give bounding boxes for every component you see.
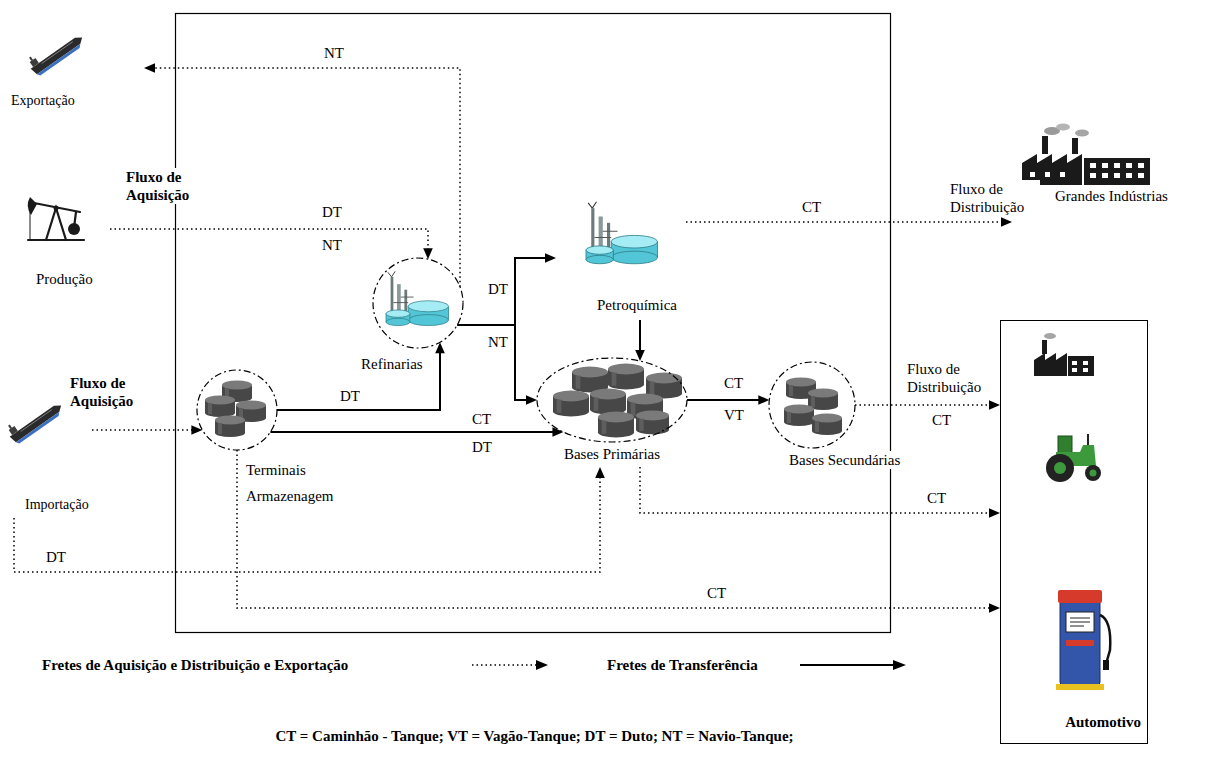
arrow-head xyxy=(423,248,433,259)
connector-line xyxy=(687,399,759,401)
flow-label: DT xyxy=(470,438,494,456)
node-label: Exportação xyxy=(10,92,76,110)
freight-arrow xyxy=(640,467,1000,518)
connector-line xyxy=(855,404,990,406)
arrow-head xyxy=(758,395,769,405)
arrow-head xyxy=(635,350,645,361)
connector-line xyxy=(277,352,440,410)
connector-line xyxy=(457,325,527,400)
flow-label: Fluxo de Distribuição xyxy=(905,360,997,396)
node-outline xyxy=(196,369,278,451)
node-label: Produção xyxy=(35,270,94,288)
legend-text: Fretes de Aquisição e Distribuição e Exp… xyxy=(40,656,350,674)
edge-label: NT xyxy=(322,44,346,62)
freight-arrow xyxy=(237,450,1000,613)
arrow-head xyxy=(526,395,537,405)
node-outline xyxy=(768,361,856,449)
edge-label: DT xyxy=(338,387,362,405)
edge-label: CT xyxy=(705,584,728,602)
edge-label: NT xyxy=(486,333,510,351)
transfer-arrow xyxy=(457,325,537,405)
node-outline xyxy=(536,357,688,443)
connector-line xyxy=(639,320,641,351)
export-node: Exportação xyxy=(8,24,144,112)
arrow-head xyxy=(989,603,1000,613)
node-label: Terminais Armazenagem xyxy=(245,457,347,509)
freight-arrow xyxy=(92,425,202,435)
arrow-head xyxy=(552,427,563,437)
transfer-arrow xyxy=(635,320,645,361)
production-node: Produção xyxy=(25,182,110,294)
node-label: Refinarias xyxy=(360,355,424,373)
edge-label: DT xyxy=(44,548,68,566)
dashed-outline xyxy=(197,370,277,450)
freight-arrow xyxy=(855,400,1000,410)
node-label: Bases Primárias xyxy=(563,445,661,463)
dashed-outline xyxy=(373,258,463,348)
connector-line xyxy=(110,229,428,249)
petrochemical-node: Petroquímica xyxy=(556,198,686,320)
key-note: CT = Caminhão - Tanque; VT = Vagão-Tanqu… xyxy=(175,727,894,745)
arrow-head xyxy=(989,508,1000,518)
node-outline xyxy=(372,257,464,349)
arrow-head xyxy=(545,253,556,263)
arrow-head xyxy=(144,63,155,73)
flow-label: NT xyxy=(320,236,344,254)
edge-label: DT xyxy=(486,280,510,298)
connector-line xyxy=(92,429,192,431)
transfer-arrow xyxy=(270,427,563,437)
freight-arrow xyxy=(686,217,1012,227)
flow-label: Fluxo de Aquisição xyxy=(68,374,157,410)
edge-label: CT xyxy=(800,198,823,216)
node-label: Grandes Indústrias xyxy=(1054,187,1169,205)
node-label: Automotivo xyxy=(1064,713,1142,731)
dashed-outline xyxy=(769,362,855,448)
transfer-arrow xyxy=(277,342,445,410)
flow-label: VT xyxy=(722,406,746,424)
node-label: Petroquímica xyxy=(596,296,678,314)
freight-arrow xyxy=(110,229,433,259)
primary-base-ellipse: Bases Primárias xyxy=(534,355,690,467)
flow-label: Fluxo de Aquisição xyxy=(124,168,213,204)
arrow-head xyxy=(989,400,1000,410)
connector-line xyxy=(457,258,546,325)
transfer-arrow xyxy=(457,253,556,325)
dashed-outline xyxy=(537,358,687,442)
legend-text: Fretes de Transferência xyxy=(605,656,760,674)
edge-label: DT xyxy=(320,203,344,221)
connector-line xyxy=(237,450,990,608)
connector-line xyxy=(640,467,990,513)
edge-label: CT xyxy=(925,489,948,507)
arrow-head xyxy=(1001,217,1012,227)
edge-label: CT xyxy=(930,411,953,429)
consumer-box: Automotivo xyxy=(1000,320,1148,744)
connector-line xyxy=(270,431,553,433)
node-label: Importação xyxy=(24,496,90,514)
refinery-circle: Refinarias xyxy=(358,255,468,377)
flow-label: Fluxo de Distribuição xyxy=(948,180,1040,216)
node-label: Bases Secundárias xyxy=(788,451,901,469)
edge-label: CT xyxy=(470,410,493,428)
terminal-circle: Terminais Armazenagem xyxy=(194,367,349,509)
arrow-head xyxy=(595,467,605,478)
industry-node: Grandes Indústrias xyxy=(1012,145,1202,227)
edge-label: CT xyxy=(722,374,745,392)
transfer-arrow xyxy=(687,395,769,405)
connector-line xyxy=(686,221,1002,223)
